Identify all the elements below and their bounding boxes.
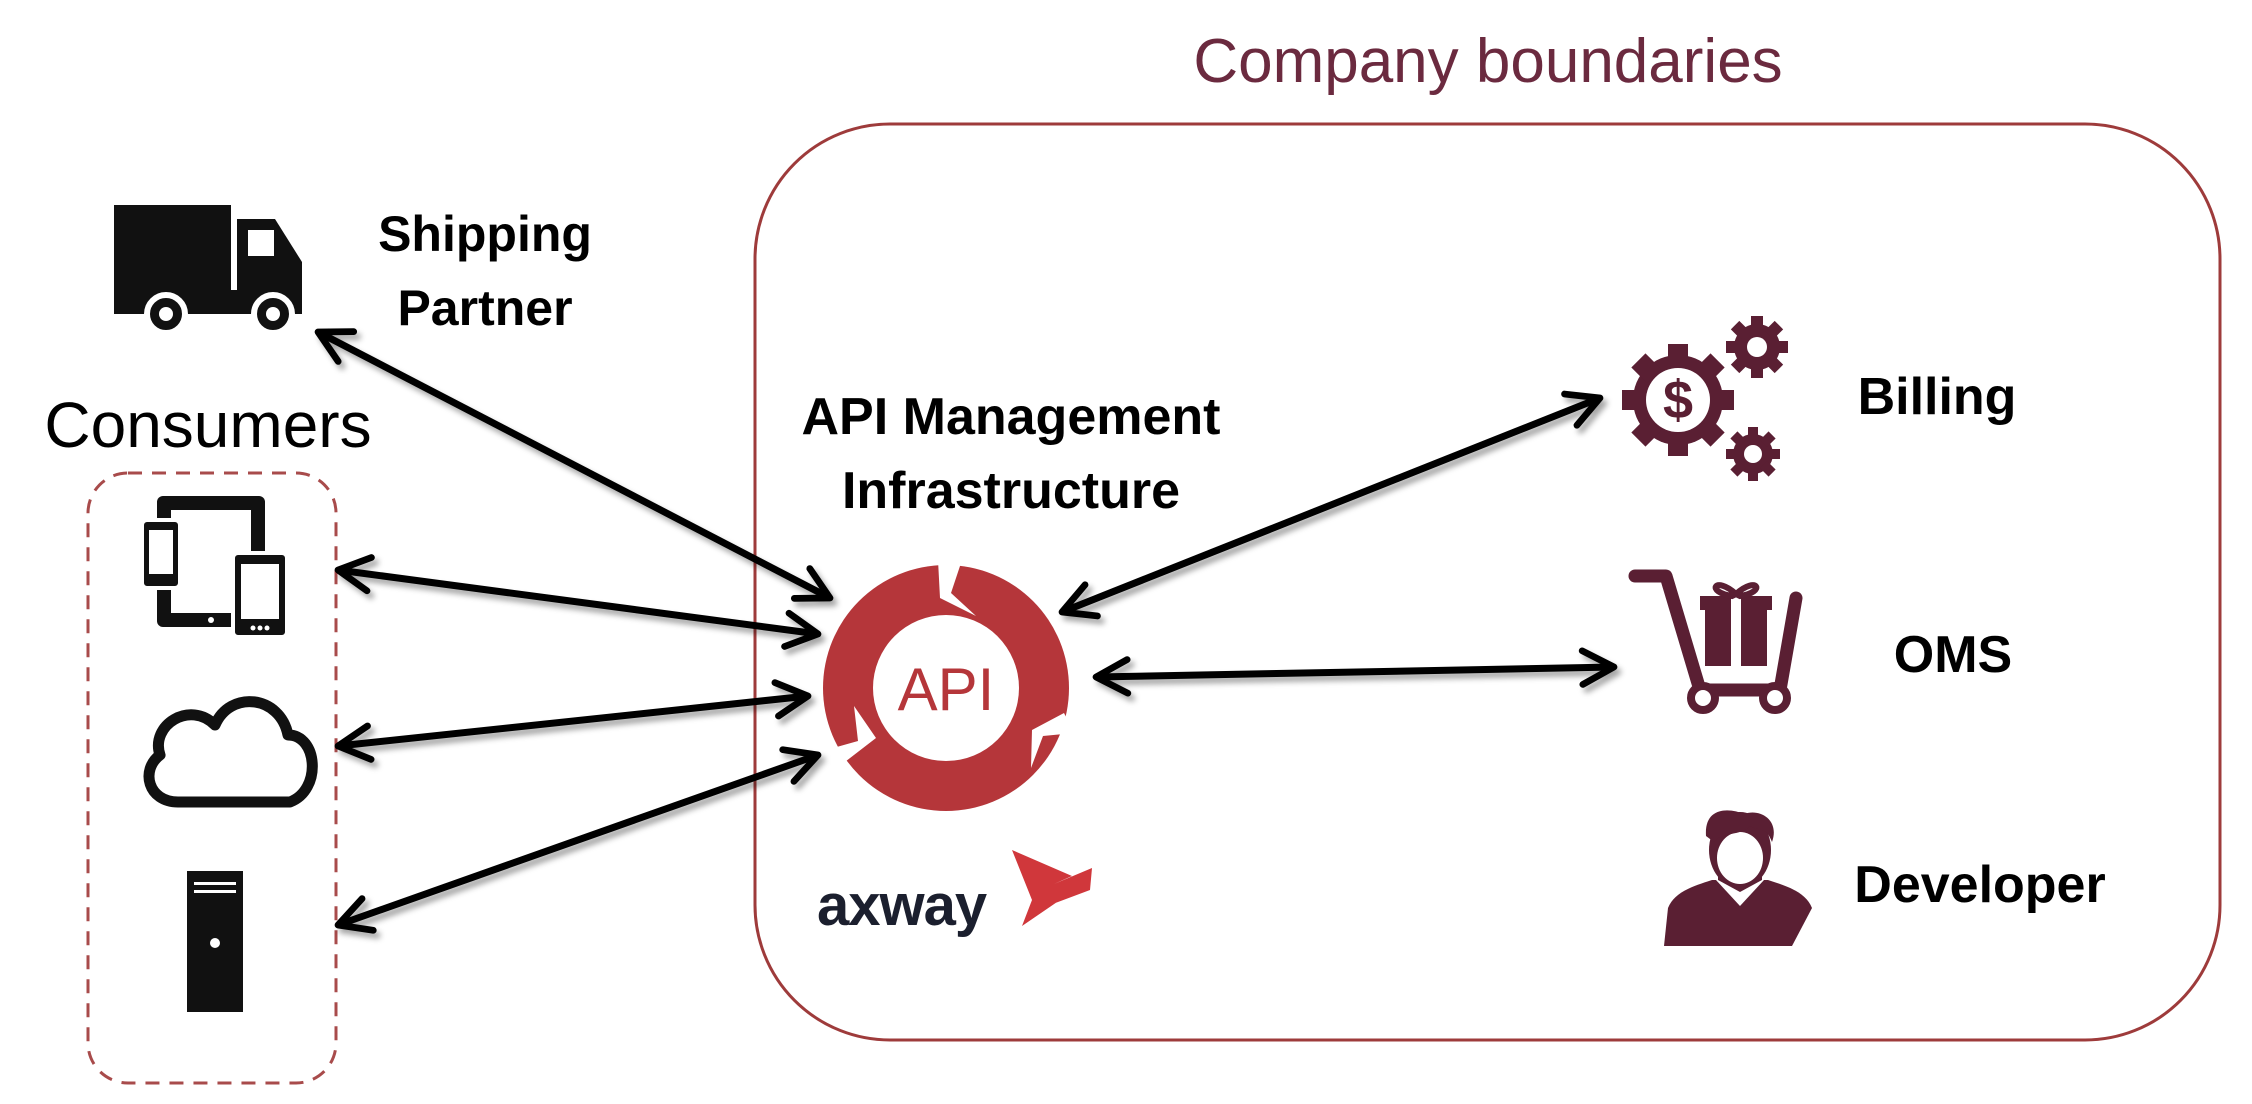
developer-label: Developer: [1854, 856, 2105, 914]
shipping-label-line1: Shipping: [378, 206, 592, 262]
api-cycle-icon: API: [823, 560, 1074, 811]
svg-text:$: $: [1663, 370, 1693, 430]
brand-name: axway: [817, 873, 987, 938]
arrow-cloud: [334, 679, 812, 763]
apim-label-line2: Infrastructure: [842, 462, 1180, 520]
arrow-billing: [1058, 390, 1604, 620]
consumers-title: Consumers: [44, 389, 371, 461]
server-icon: [187, 871, 243, 1012]
developer-icon: [1664, 810, 1812, 946]
company-title: Company boundaries: [1193, 27, 1782, 96]
api-badge: API: [898, 656, 995, 723]
arrow-oms: [1092, 647, 1618, 697]
oms-label: OMS: [1894, 626, 2012, 684]
arrow-devices: [334, 554, 822, 650]
arrow-server: [334, 746, 822, 934]
cart-gift-icon: [1628, 569, 1803, 714]
arrow-shipping: [314, 328, 834, 602]
connection-arrows: [314, 328, 1618, 934]
devices-icon: [140, 496, 289, 639]
axway-logo: axway: [817, 850, 1092, 938]
apim-label-line1: API Management: [802, 388, 1221, 446]
shipping-label-line2: Partner: [397, 280, 572, 336]
billing-label: Billing: [1858, 368, 2017, 426]
truck-icon: [114, 205, 302, 336]
consumers-box: [86, 471, 338, 1085]
gears-dollar-icon: $: [1622, 316, 1788, 481]
cloud-icon: [143, 696, 318, 808]
